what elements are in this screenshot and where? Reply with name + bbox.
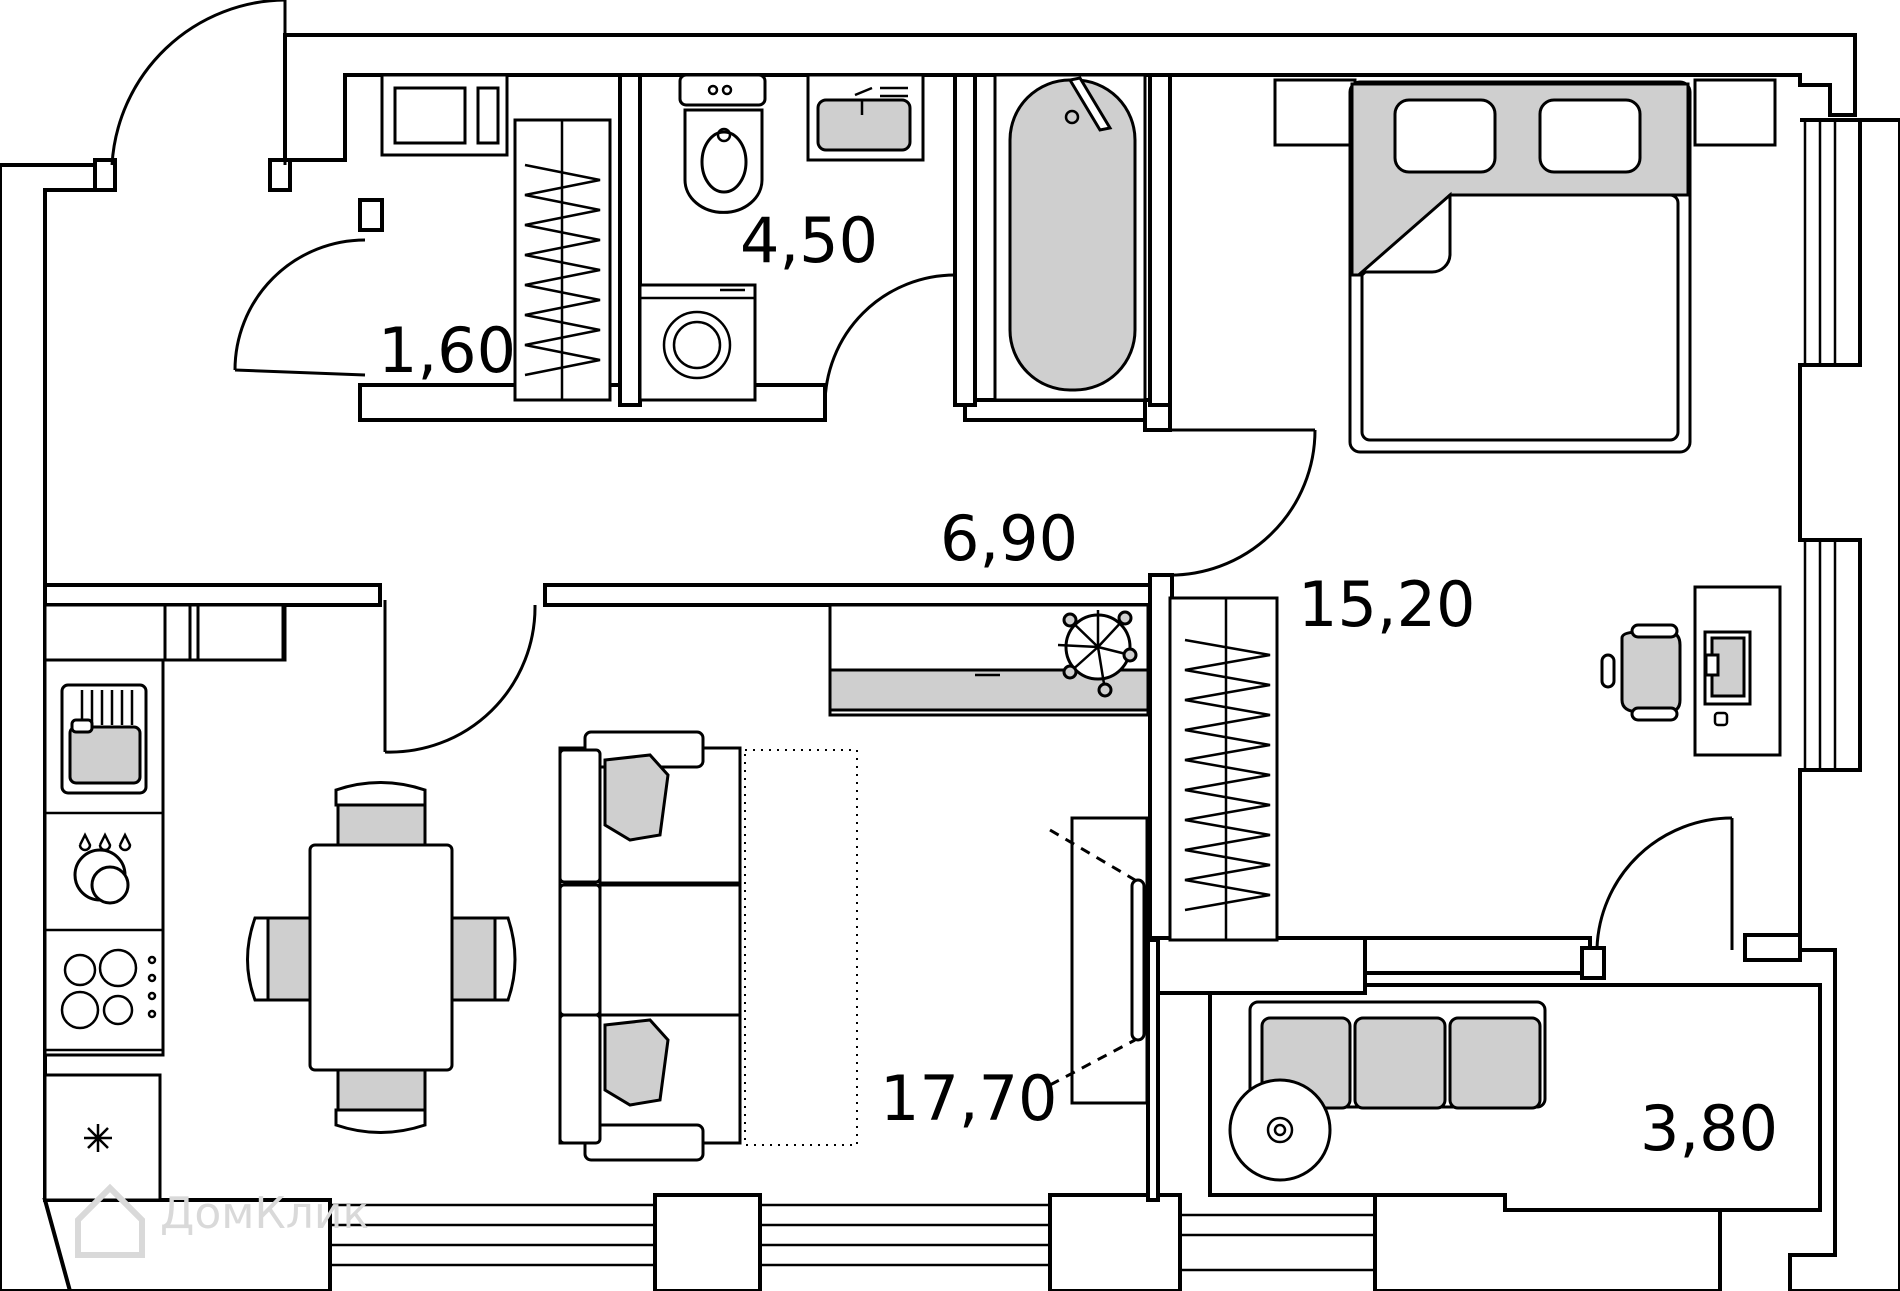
kitchen-counter: [43, 603, 287, 1057]
door-swing-icon: [823, 273, 957, 406]
sink-icon: [60, 683, 148, 795]
stove-icon: [45, 811, 163, 1052]
toilet-icon: [678, 73, 767, 214]
area-labels: 1,60 4,50 6,90 15,20 17,70 3,80: [378, 204, 1778, 1165]
outer-walls: [0, 33, 1900, 1291]
bathroom-area-label: 4,50: [740, 204, 878, 277]
plant-icon: [1057, 610, 1138, 698]
door-swing-icon: [1164, 428, 1734, 950]
sink-icon: [806, 73, 925, 162]
dining-table-icon: [308, 843, 454, 1072]
bathroom: [638, 73, 1147, 406]
washing-machine-icon: [638, 283, 757, 402]
door-swing-icon: [383, 600, 537, 754]
sofa-icon: [558, 730, 742, 1162]
house-icon: [75, 1183, 145, 1258]
round-table-icon: [1228, 1078, 1332, 1182]
laptop-icon: [1703, 630, 1752, 706]
door-swing-icon: [93, 0, 292, 192]
watermark: ДомКлик: [75, 1183, 369, 1258]
wardrobe-icon: [1168, 596, 1279, 942]
wardrobe-icon: [513, 118, 612, 402]
desk-icon: [1693, 585, 1782, 757]
hallway-area-label: 6,90: [940, 502, 1078, 575]
door-swing-icon: [233, 238, 366, 377]
fridge-icon: [43, 1073, 162, 1202]
storage-room: [233, 73, 612, 402]
watermark-text: ДомКлик: [160, 1188, 369, 1239]
balcony-area-label: 3,80: [1640, 1092, 1778, 1165]
bed-icon: [1273, 78, 1777, 454]
chair-icon: [246, 781, 517, 1134]
rug: [744, 749, 858, 1146]
balcony: [1228, 1000, 1547, 1182]
window-icon: [328, 118, 1837, 1272]
bedroom-area-label: 15,20: [1298, 568, 1476, 641]
living-kitchen: [43, 600, 1150, 1202]
living-kitchen-area-label: 17,70: [880, 1062, 1058, 1135]
tv-icon: [1049, 816, 1149, 1105]
bathtub-icon: [993, 73, 1147, 402]
office-chair-icon: [1600, 623, 1682, 722]
storage-area-label: 1,60: [378, 314, 516, 387]
bedroom: [1164, 78, 1782, 950]
